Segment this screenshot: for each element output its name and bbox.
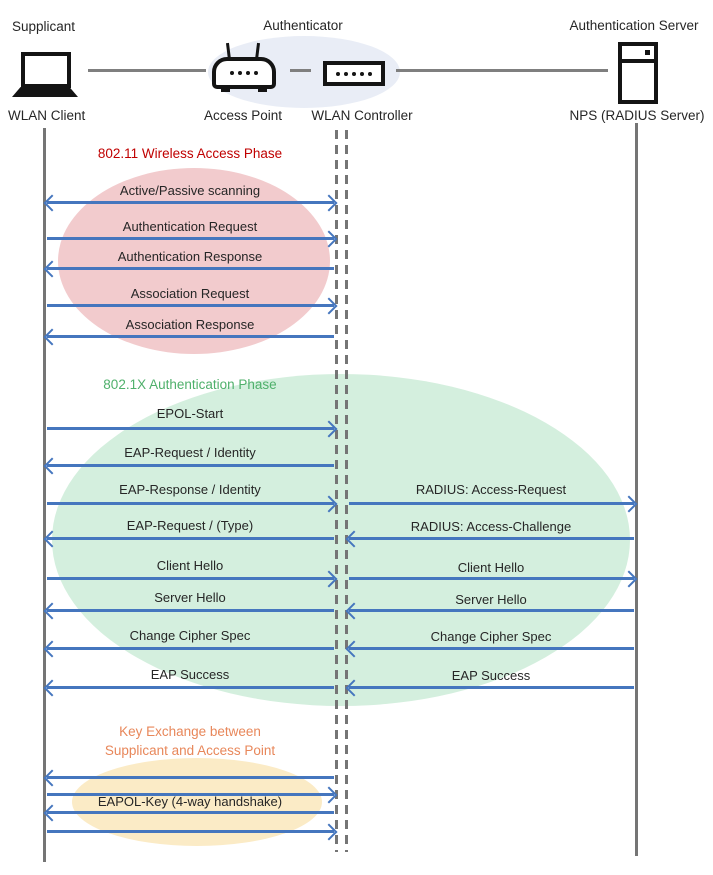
label-authentication-response: Authentication Response — [117, 249, 263, 264]
device-access-point: Access Point — [203, 108, 283, 123]
phase-title-key-exchange-line2: Supplicant and Access Point — [104, 743, 276, 758]
phase-title-key-exchange: Key Exchange between Supplicant and Acce… — [40, 722, 340, 760]
arrow-server-hello-left — [47, 609, 334, 612]
arrow-eapol-key-4 — [47, 830, 334, 833]
arrow-server-hello-right — [349, 609, 634, 612]
phase-ellipse-authentication — [52, 374, 630, 706]
server-led — [645, 50, 650, 55]
label-association-response: Association Response — [125, 317, 255, 332]
phase-title-key-exchange-line1: Key Exchange between — [119, 724, 261, 739]
arrow-change-cipher-spec-left — [47, 647, 334, 650]
connector-wlc-server — [396, 69, 608, 72]
arrow-eap-success-right — [349, 686, 634, 689]
radius-server-icon — [618, 42, 658, 104]
device-wlan-controller: WLAN Controller — [311, 108, 413, 123]
label-change-cipher-spec-right: Change Cipher Spec — [430, 629, 552, 644]
label-server-hello-right: Server Hello — [455, 592, 527, 607]
connector-client-ap — [88, 69, 206, 72]
label-eap-success-right: EAP Success — [451, 668, 531, 683]
arrow-eap-response-identity — [47, 502, 334, 505]
lifeline-wlan-controller-right — [345, 130, 348, 852]
arrow-eapol-key-1 — [47, 776, 334, 779]
role-authenticator: Authenticator — [263, 18, 343, 33]
label-epol-start: EPOL-Start — [156, 406, 224, 421]
server-divider — [622, 59, 654, 63]
arrow-eap-success-left — [47, 686, 334, 689]
laptop-screen — [21, 52, 71, 88]
arrow-change-cipher-spec-right — [349, 647, 634, 650]
arrow-eap-request-type — [47, 537, 334, 540]
arrow-authentication-response — [47, 267, 334, 270]
arrow-epol-start — [47, 427, 334, 430]
arrow-radius-access-challenge — [349, 537, 634, 540]
label-radius-access-request: RADIUS: Access-Request — [415, 482, 567, 497]
phase-title-wireless-access: 802.11 Wireless Access Phase — [97, 146, 283, 161]
label-server-hello-left: Server Hello — [154, 590, 226, 605]
label-eap-request-identity: EAP-Request / Identity — [124, 445, 256, 460]
arrow-association-request — [47, 304, 334, 307]
label-association-request: Association Request — [130, 286, 250, 301]
arrow-eap-request-identity — [47, 464, 334, 467]
role-supplicant: Supplicant — [12, 19, 76, 34]
label-eap-request-type: EAP-Request / (Type) — [126, 518, 254, 533]
device-nps-radius-server: NPS (RADIUS Server) — [569, 108, 705, 123]
lifeline-wlan-client — [43, 128, 46, 862]
lifeline-radius-server — [635, 123, 638, 856]
phase-title-authentication: 802.1X Authentication Phase — [103, 377, 277, 392]
role-authentication-server: Authentication Server — [569, 18, 699, 33]
arrow-client-hello-right — [349, 577, 634, 580]
label-authentication-request: Authentication Request — [122, 219, 258, 234]
laptop-base — [12, 87, 78, 97]
phase-ellipse-wireless-access — [58, 168, 330, 354]
lifeline-wlan-controller-left — [335, 130, 338, 852]
device-wlan-client: WLAN Client — [8, 108, 86, 123]
arrow-active-passive-scanning — [47, 201, 334, 204]
arrow-eapol-key-2 — [47, 793, 334, 796]
label-change-cipher-spec-left: Change Cipher Spec — [129, 628, 251, 643]
connector-ap-wlc — [290, 69, 311, 72]
label-eap-success-left: EAP Success — [150, 667, 230, 682]
label-eapol-key: EAPOL-Key (4-way handshake) — [97, 794, 283, 809]
ap-foot-right — [258, 87, 267, 92]
label-client-hello-right: Client Hello — [457, 560, 525, 575]
label-client-hello-left: Client Hello — [156, 558, 224, 573]
arrow-client-hello-left — [47, 577, 334, 580]
label-radius-access-challenge: RADIUS: Access-Challenge — [410, 519, 572, 534]
arrow-association-response — [47, 335, 334, 338]
label-active-passive-scanning: Active/Passive scanning — [119, 183, 261, 198]
arrow-eapol-key-3 — [47, 811, 334, 814]
ap-foot-left — [221, 87, 230, 92]
arrow-authentication-request — [47, 237, 334, 240]
arrow-radius-access-request — [349, 502, 634, 505]
ap-body — [212, 57, 276, 89]
label-eap-response-identity: EAP-Response / Identity — [119, 482, 261, 497]
wlan-controller-icon — [323, 61, 385, 86]
